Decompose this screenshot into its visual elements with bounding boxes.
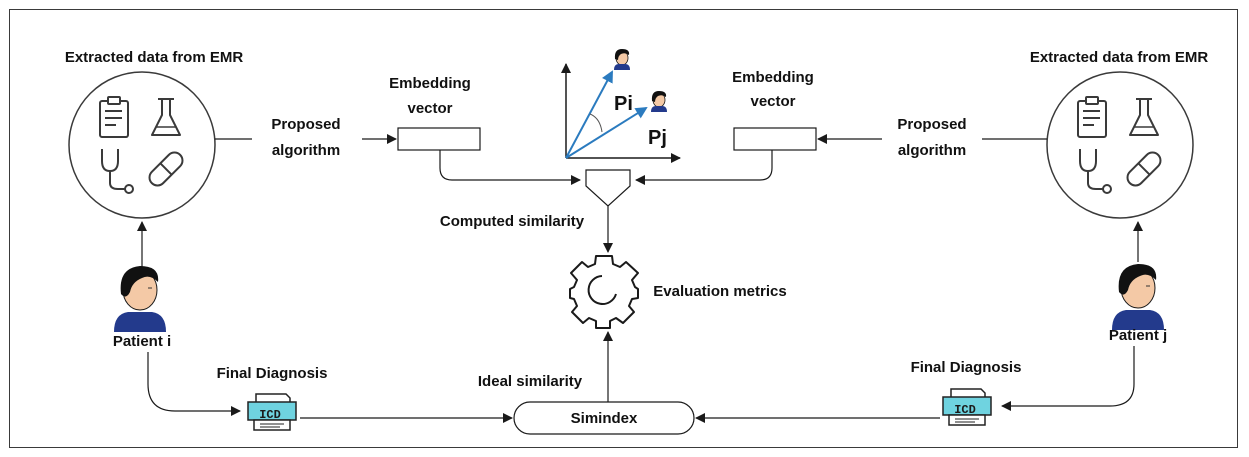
computed-similarity-label: Computed similarity <box>440 213 585 230</box>
patient-avatar-icon <box>113 265 167 333</box>
pj-face-icon <box>650 90 668 113</box>
right-algorithm-label-bg <box>882 110 982 158</box>
left-emr-circle <box>68 71 216 219</box>
left-algorithm-label-bg <box>252 110 362 158</box>
right-algorithm-line1: Proposed <box>897 116 966 133</box>
right-emr-title: Extracted data from EMR <box>1030 49 1209 66</box>
right-icd-text: ICD <box>954 403 976 417</box>
right-emr-circle <box>1046 71 1194 219</box>
right-final-diagnosis-label: Final Diagnosis <box>911 359 1022 376</box>
patient-i-label: Patient i <box>113 333 171 350</box>
ideal-similarity-label: Ideal similarity <box>478 373 583 390</box>
left-embedding-to-merge-arrow <box>439 150 581 185</box>
left-icd-text: ICD <box>259 408 281 422</box>
right-embedding-vector-box <box>733 127 817 151</box>
right-embedding-to-merge-arrow <box>635 150 773 185</box>
left-emr-title: Extracted data from EMR <box>65 49 244 66</box>
vector-pi-label: Pi <box>614 93 633 115</box>
left-final-diagnosis-label: Final Diagnosis <box>217 365 328 382</box>
patient-i-to-icd-arrow <box>147 352 241 416</box>
right-algorithm-line2: algorithm <box>898 142 966 159</box>
left-algorithm-line2: algorithm <box>272 142 340 159</box>
patient-j-to-icd-arrow <box>1001 346 1135 411</box>
right-embedding-line2: vector <box>750 93 795 110</box>
vector-space-plot: Pi Pj <box>561 48 681 163</box>
diagram-frame <box>9 9 1238 448</box>
patient-j-label: Patient j <box>1109 327 1167 344</box>
pi-face-icon <box>613 48 631 71</box>
right-embedding-line1: Embedding <box>732 69 814 86</box>
simindex-box <box>513 401 695 435</box>
vector-pi-arrow <box>565 70 613 159</box>
patient-j-avatar-icon <box>1111 263 1165 331</box>
simindex-label: Simindex <box>571 410 638 427</box>
vector-pj-label: Pj <box>648 127 667 149</box>
gear-icon <box>569 255 639 329</box>
left-algorithm-line1: Proposed <box>271 116 340 133</box>
evaluation-metrics-label: Evaluation metrics <box>653 283 786 300</box>
vector-angle-arc <box>589 113 603 133</box>
similarity-merge-funnel <box>585 169 631 207</box>
left-embedding-line1: Embedding <box>389 75 471 92</box>
left-embedding-vector-box <box>397 127 481 151</box>
left-embedding-line2: vector <box>407 100 452 117</box>
vector-pj-arrow <box>565 106 648 159</box>
